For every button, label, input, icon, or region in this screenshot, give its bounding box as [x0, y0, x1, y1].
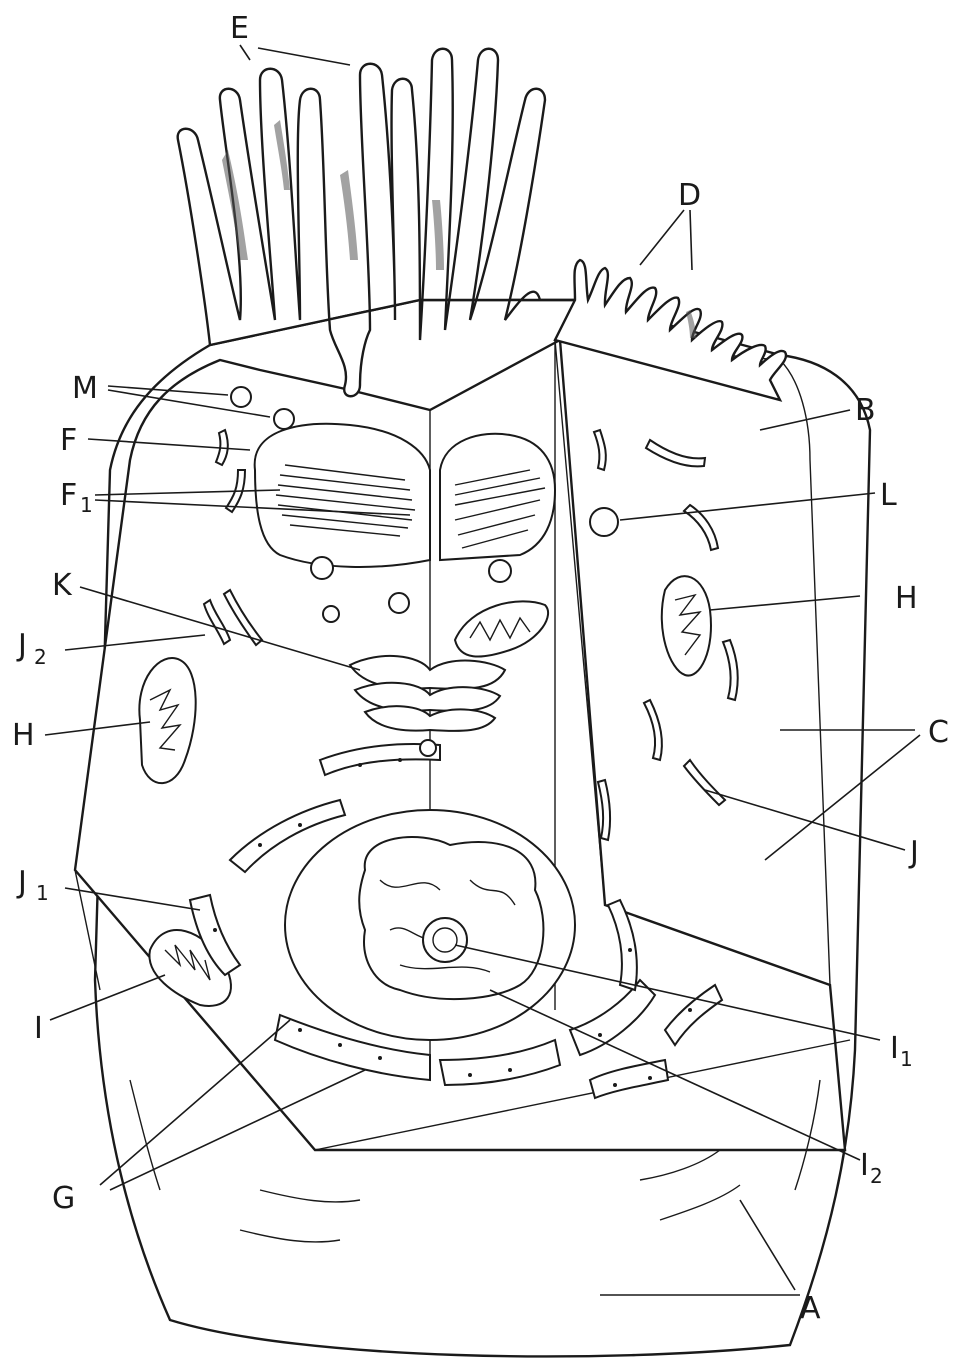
svg-text:F: F	[60, 478, 77, 513]
label-i1: I 1	[890, 1031, 913, 1071]
svg-text:J: J	[16, 865, 27, 900]
label-b: B	[855, 393, 876, 428]
label-i: I	[34, 1011, 43, 1046]
label-l: L	[880, 478, 897, 513]
label-h-left: H	[12, 718, 35, 753]
label-m: M	[72, 371, 98, 406]
vesicle-l	[590, 508, 618, 536]
label-e: E	[230, 11, 249, 46]
nucleolus	[423, 918, 467, 962]
stacked-cisternae	[350, 656, 505, 731]
vesicle-m2	[274, 409, 294, 429]
label-i2: I 2	[860, 1148, 883, 1188]
nucleus	[285, 810, 575, 1040]
golgi-region	[255, 424, 555, 567]
svg-text:1: 1	[80, 493, 93, 517]
svg-text:J: J	[16, 628, 27, 663]
label-j: J	[908, 835, 919, 870]
label-g: G	[52, 1181, 75, 1216]
svg-text:1: 1	[900, 1047, 913, 1071]
svg-text:2: 2	[870, 1164, 883, 1188]
label-j1: J 1	[16, 865, 49, 905]
label-c: C	[928, 715, 949, 750]
svg-text:I: I	[890, 1031, 899, 1066]
vesicle-m1	[231, 387, 251, 407]
svg-text:I: I	[860, 1148, 869, 1183]
label-a: A	[800, 1291, 821, 1326]
label-f: F	[60, 423, 77, 458]
label-f1: F 1	[60, 478, 93, 517]
svg-text:2: 2	[34, 645, 47, 669]
label-j2: J 2	[16, 628, 47, 669]
label-d: D	[678, 178, 701, 213]
label-k: K	[52, 568, 73, 603]
svg-text:1: 1	[36, 881, 49, 905]
label-h-right: H	[895, 581, 918, 616]
